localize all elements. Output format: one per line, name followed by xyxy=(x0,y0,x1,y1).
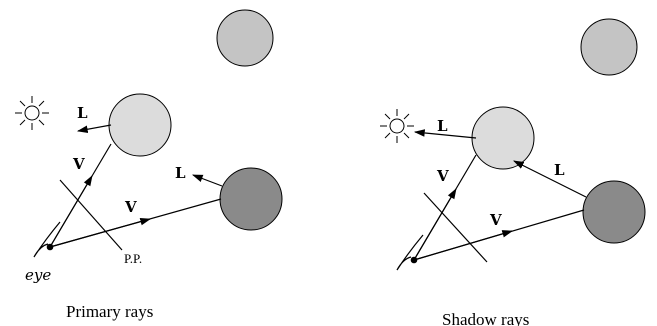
label-picture-plane: P.P. xyxy=(124,251,142,266)
sphere-dark xyxy=(582,180,646,244)
light-ray-upper xyxy=(413,129,477,139)
caption-primary-rays: Primary rays xyxy=(66,302,153,321)
label-L-upper: L xyxy=(437,117,448,135)
label-L-upper: L xyxy=(77,104,88,122)
label-V-upper: V xyxy=(72,155,85,173)
primary-rays-panel: L V L V eye P.P. Primary rays xyxy=(15,9,283,321)
caption-shadow-rays: Shadow rays xyxy=(442,310,529,326)
sphere-light xyxy=(471,106,535,170)
label-eye: eye xyxy=(25,266,51,284)
shadow-rays-panel: L V L V Shadow rays xyxy=(380,18,646,326)
label-V-upper: V xyxy=(436,167,449,185)
sphere-light xyxy=(108,93,172,157)
eye-icon xyxy=(33,221,61,258)
sun-icon xyxy=(380,109,414,143)
picture-plane xyxy=(423,192,488,263)
view-ray-lower-arrow xyxy=(413,230,514,261)
label-V-lower: V xyxy=(489,211,502,229)
picture-plane xyxy=(59,179,123,251)
shadow-ray xyxy=(513,160,587,198)
label-V-lower: V xyxy=(124,198,137,216)
sphere-top xyxy=(580,18,638,76)
sphere-dark xyxy=(219,167,283,231)
view-ray-lower-arrow xyxy=(49,217,152,248)
label-L-lower: L xyxy=(554,161,565,179)
light-ray-lower xyxy=(191,174,223,187)
label-L-lower: L xyxy=(175,164,186,182)
view-ray-upper-arrow xyxy=(49,175,93,248)
view-ray-upper-arrow xyxy=(413,188,457,261)
light-ray-upper xyxy=(76,124,112,133)
sphere-top xyxy=(216,9,274,67)
sun-icon xyxy=(15,96,49,130)
